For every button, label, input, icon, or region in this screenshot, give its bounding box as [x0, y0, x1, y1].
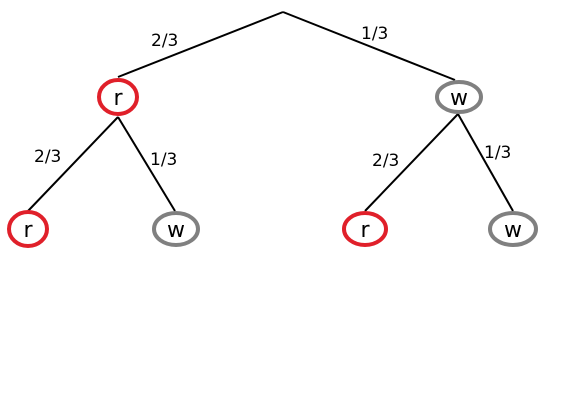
prob-label-w-r: 2/3 — [372, 151, 399, 171]
node-ring — [488, 211, 538, 247]
prob-label-root-r: 2/3 — [151, 31, 178, 51]
node-label: w — [167, 218, 185, 243]
node-level2-rw: w — [152, 211, 200, 247]
edge-r-to-w — [117, 116, 176, 212]
node-label: w — [504, 218, 522, 243]
edge-root-to-w — [282, 11, 456, 81]
node-level2-wr: r — [342, 211, 388, 247]
node-level1-r: r — [97, 78, 139, 116]
node-label: w — [450, 86, 468, 111]
node-ring — [435, 80, 483, 114]
node-ring — [97, 78, 139, 116]
node-level1-w: w — [435, 80, 483, 114]
edge-w-to-r — [364, 113, 459, 212]
node-ring — [7, 210, 49, 248]
edge-r-to-r — [27, 116, 119, 212]
prob-label-root-w: 1/3 — [361, 24, 388, 44]
node-label: r — [360, 218, 370, 243]
edge-w-to-w — [457, 113, 514, 212]
node-label: r — [113, 86, 123, 111]
prob-label-r-r: 2/3 — [34, 147, 61, 167]
edge-root-to-r — [117, 11, 284, 78]
prob-label-r-w: 1/3 — [150, 150, 177, 170]
node-label: r — [23, 218, 33, 243]
node-ring — [152, 211, 200, 247]
node-level2-ww: w — [488, 211, 538, 247]
node-ring — [342, 211, 388, 247]
node-level2-rr: r — [7, 210, 49, 248]
prob-label-w-w: 1/3 — [484, 143, 511, 163]
